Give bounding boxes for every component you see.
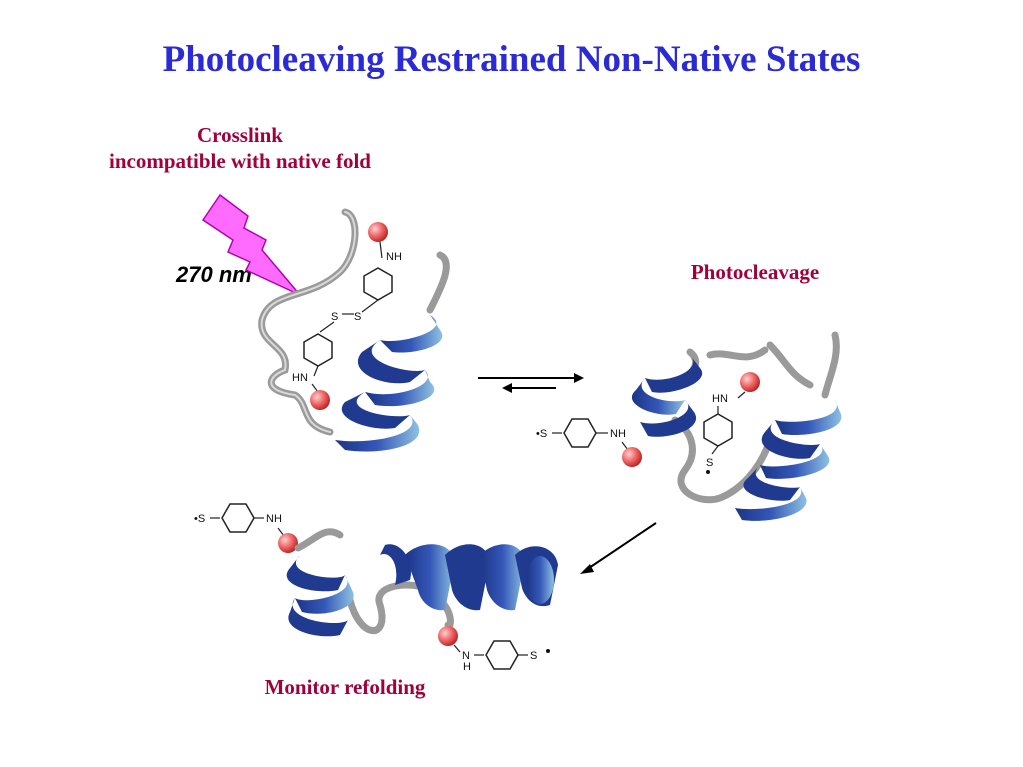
- nh-label: NH: [610, 428, 626, 440]
- helix: [335, 315, 443, 452]
- s-label: S: [530, 650, 537, 662]
- radical-label: •S: [536, 428, 547, 440]
- photocleavage-label: Photocleavage: [690, 260, 820, 284]
- crosslink-label: Crosslink incompatible with native fold: [60, 122, 420, 174]
- process-arrow-icon: [580, 522, 657, 574]
- s-label: S: [706, 457, 713, 469]
- bead: [740, 372, 760, 392]
- s-label: S: [331, 311, 338, 323]
- radical-label: •S: [194, 513, 205, 525]
- monitor-refolding-label: Monitor refolding: [264, 675, 426, 699]
- crosslink-label-line2: incompatible with native fold: [109, 149, 371, 173]
- nh-label: NH: [386, 251, 402, 263]
- wavelength-label: 270 nm: [176, 262, 252, 287]
- bead: [368, 222, 388, 242]
- nh-label: NH: [266, 513, 282, 525]
- bead: [310, 390, 330, 410]
- lightning-bolt-icon: [201, 193, 301, 296]
- crosslinked-protein: NH S S HN: [258, 208, 450, 452]
- photocleaved-protein: •S NH HN S: [536, 331, 842, 521]
- bead: [622, 447, 642, 467]
- equilibrium-arrows-icon: [478, 373, 584, 393]
- crosslink-label-line1: Crosslink: [197, 123, 283, 147]
- hn-label: HN: [292, 372, 308, 384]
- bead: [438, 626, 458, 646]
- hn-label: HN: [712, 393, 728, 405]
- bead: [278, 533, 298, 553]
- refolding-protein: •S NH N H S: [194, 503, 558, 673]
- n-label: N: [462, 650, 470, 662]
- s-label: S: [354, 311, 361, 323]
- page-title: Photocleaving Restrained Non-Native Stat…: [162, 39, 861, 80]
- h-label: H: [463, 661, 471, 673]
